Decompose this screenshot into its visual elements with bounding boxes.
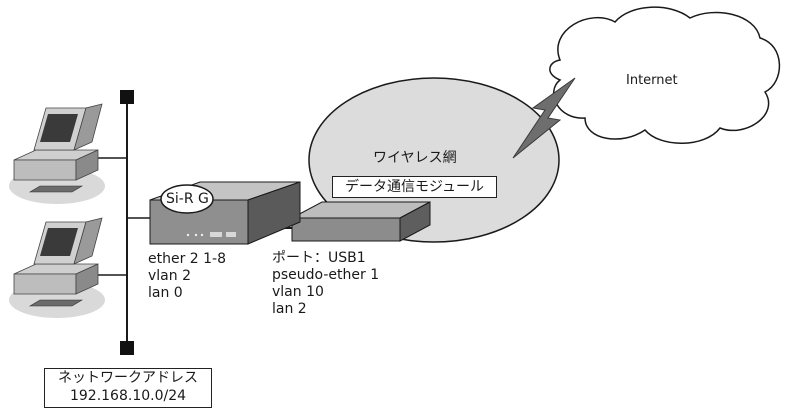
usb-line-3: vlan 10 [272, 284, 324, 300]
usb-line-1: ポート：USB1 [272, 250, 366, 266]
router-lan-line-3: lan 0 [148, 285, 183, 301]
wireless-network-bubble [308, 77, 560, 243]
network-address-box: ネットワークアドレス 192.168.10.0/24 [44, 368, 212, 408]
usb-line-4: lan 2 [272, 301, 307, 317]
wireless-link-bolt-icon [512, 77, 576, 159]
pc-2-icon [9, 217, 105, 318]
usb-line-2: pseudo-ether 1 [272, 267, 380, 283]
router-lan-line-2: vlan 2 [148, 268, 191, 284]
network-address-value: 192.168.10.0/24 [69, 388, 187, 404]
usb-side-labels: ポート：USB1 pseudo-ether 1 vlan 10 lan 2 [272, 250, 379, 318]
router-badge-outline [160, 184, 214, 214]
router-lan-line-1: ether 2 1-8 [148, 251, 227, 267]
internet-label: Internet [626, 73, 678, 88]
data-module-label: データ通信モジュール [332, 176, 497, 198]
wireless-network-label: ワイヤレス網 [373, 150, 457, 166]
internet-cloud [549, 6, 781, 144]
pc-1-icon [9, 103, 105, 204]
network-address-caption: ネットワークアドレス [58, 370, 198, 386]
bus-terminator-bottom [120, 341, 134, 355]
router-lan-side-labels: ether 2 1-8 vlan 2 lan 0 [148, 251, 226, 302]
router-badge-label: Si-R G [166, 191, 209, 207]
data-module-device-icon [291, 201, 431, 242]
bus-terminator-top [120, 90, 134, 104]
